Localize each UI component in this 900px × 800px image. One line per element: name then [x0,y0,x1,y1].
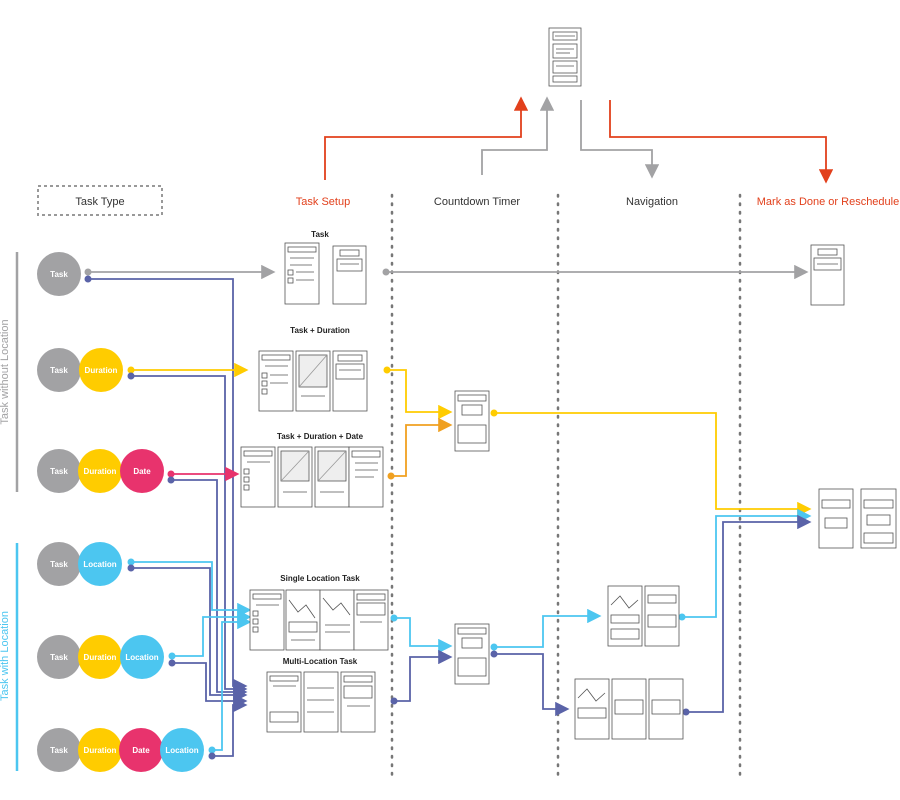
line-yellow-setup-timer [387,369,453,420]
line-navy-r5 [172,662,248,709]
wireframe-tdd-4 [348,446,384,508]
label-task-r5: Task [50,653,68,662]
wireframe-td-3 [332,350,368,412]
circle-date-r6 [119,728,163,772]
line-blue-r4 [131,561,252,618]
circle-task-r1 [37,252,81,296]
top-feedback-arrows [324,96,834,184]
wireframe-done-2 [818,488,854,549]
line-blue-r6 [212,614,252,751]
wireframes [240,242,897,740]
wireframe-task-2 [332,245,367,305]
label-task-r6: Task [50,746,68,755]
label-duration-r5: Duration [84,653,117,662]
arrow-top-to-done [609,100,834,184]
line-navy-timer-nav [494,653,570,717]
screen-group-titles: Task Task + Duration Task + Duration + D… [277,230,364,666]
side-label-with-location: Task with Location [0,611,11,701]
line-navy-setup-timer [394,649,453,702]
circle-labels: Task Task Duration Task Duration Date Ta… [50,270,199,755]
wireframe-done-3 [860,488,897,549]
line-navy-nav-done [686,514,812,713]
connector-dots [84,268,690,760]
label-task-r2: Task [50,366,68,375]
line-yellow-timer-done [494,412,812,517]
circle-duration-r6 [78,728,122,772]
line-blue-r5 [172,609,252,657]
circle-task-r4 [37,542,81,586]
wireframe-tdd-3 [314,446,350,508]
legend-task-type-label: Task Type [75,196,124,208]
label-date-r3: Date [133,467,151,476]
wireframe-ml-1 [266,671,302,733]
line-navy-r3 [171,479,248,700]
label-duration-r3: Duration [84,467,117,476]
circle-location-r5 [120,635,164,679]
wireframe-sl-1 [249,589,285,651]
circle-task-r6 [37,728,81,772]
circle-task-r5 [37,635,81,679]
task-type-legend-box [37,185,163,216]
wireframe-ml-2 [303,671,339,733]
label-location-r4: Location [83,560,116,569]
wireframe-td-1 [258,350,294,412]
label-task-r1: Task [50,270,68,279]
circle-duration-r2 [79,348,123,392]
column-header-countdown-timer: Countdown Timer [434,196,521,208]
line-navy-r6 [212,697,248,757]
task-type-circles [37,252,204,772]
circle-location-r6 [160,728,204,772]
line-blue-timer-nav [494,608,602,648]
circle-duration-r5 [78,635,122,679]
circle-location-r4 [78,542,122,586]
circle-duration-r3 [78,449,122,493]
group-title-task-duration-date: Task + Duration + Date [277,432,364,441]
circle-task-r2 [37,348,81,392]
wireframe-timer-2 [454,623,490,685]
group-title-task: Task [311,230,329,239]
label-location-r6: Location [165,746,198,755]
wireframe-tdd-1 [240,446,276,508]
group-title-single-location: Single Location Task [280,574,360,583]
line-blue-setup-timer [394,617,453,654]
column-header-mark-done: Mark as Done or Reschedule [757,196,899,208]
wireframe-tdd-2 [277,446,313,508]
wireframe-sl-4 [353,589,389,651]
wireframe-nav-5 [648,678,684,740]
line-navy-r4 [131,567,248,703]
label-location-r5: Location [125,653,158,662]
wireframe-sl-3 [319,589,355,651]
circle-task-r3 [37,449,81,493]
label-task-r3: Task [50,467,68,476]
arrow-timer-to-top [481,96,555,175]
wireframe-nav-1 [607,585,643,647]
wireframe-done-1 [810,244,845,306]
wireframe-nav-4 [611,678,647,740]
wireframe-ml-3 [340,671,376,733]
group-title-task-duration: Task + Duration [290,326,350,335]
top-wireframe [548,27,582,87]
group-title-multi-location: Multi-Location Task [283,657,358,666]
wireframe-td-2 [295,350,331,412]
line-orange-setup-timer [391,417,453,477]
line-blue-nav-done [682,508,812,618]
wireframe-timer-1 [454,390,490,452]
arrow-top-to-nav [580,100,660,179]
connector-lines [88,264,812,757]
column-header-navigation: Navigation [626,196,678,208]
wireframe-sl-2 [285,589,321,651]
arrow-setup-to-top [324,96,529,180]
wireframe-nav-3 [574,678,610,740]
wireframe-task-1 [284,242,320,305]
side-label-without-location: Task without Location [0,319,11,424]
circle-date-r3 [120,449,164,493]
wireframe-nav-2 [644,585,680,647]
label-duration-r2: Duration [85,366,118,375]
column-header-task-setup: Task Setup [296,196,350,208]
label-task-r4: Task [50,560,68,569]
label-date-r6: Date [132,746,150,755]
column-dividers [390,193,742,777]
label-duration-r6: Duration [84,746,117,755]
